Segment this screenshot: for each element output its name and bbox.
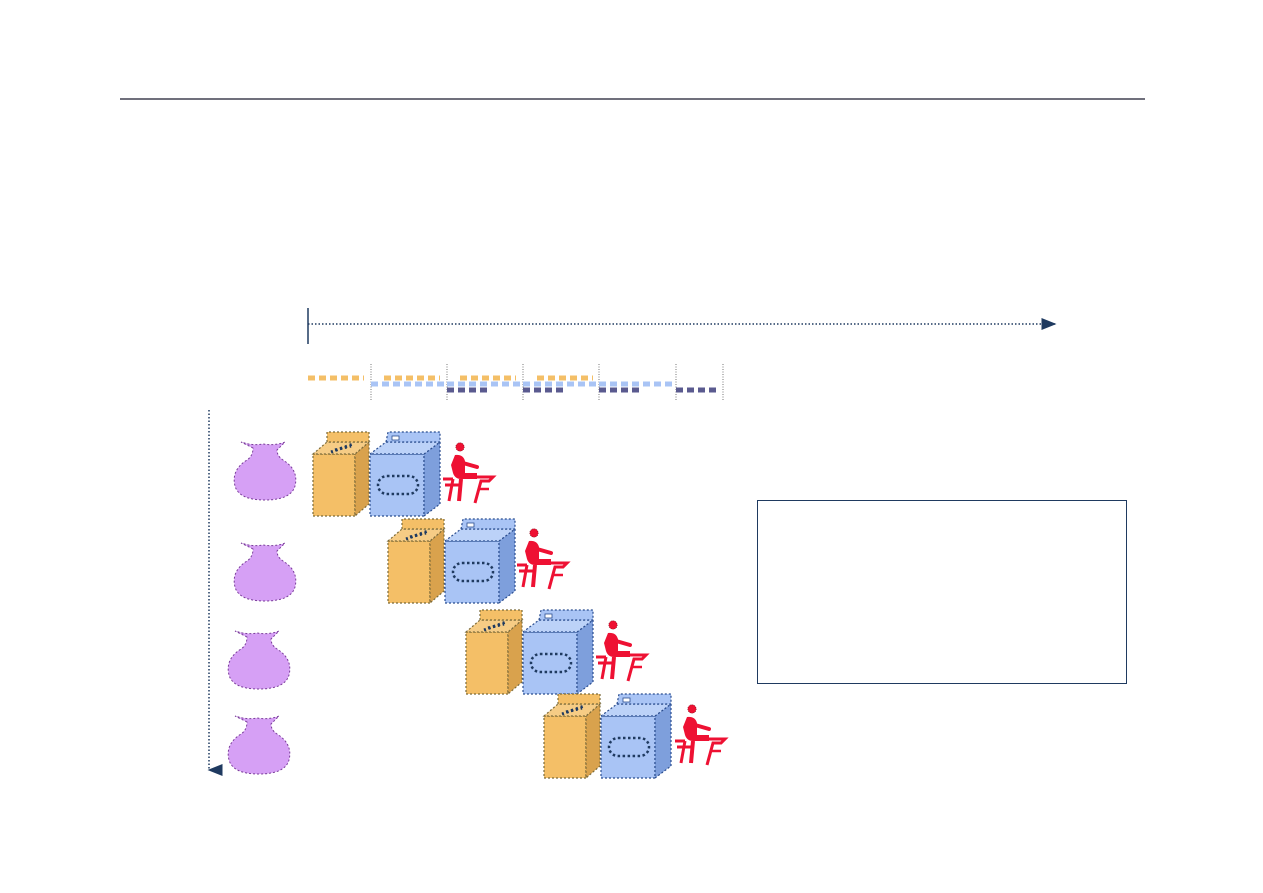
washer-icon xyxy=(464,608,524,696)
folder-person-icon xyxy=(441,440,495,505)
pipeline-row-2 xyxy=(233,517,569,605)
dryer-icon xyxy=(368,430,442,518)
laundry-bag-icon xyxy=(227,715,291,775)
laundry-bag-icon xyxy=(233,441,297,501)
dryer-icon xyxy=(443,517,517,605)
washer-icon xyxy=(311,430,371,518)
caption-box xyxy=(757,500,1127,684)
laundry-bag-icon xyxy=(233,542,297,602)
washer-icon xyxy=(542,692,602,780)
folder-person-icon xyxy=(515,526,569,591)
dryer-icon xyxy=(521,608,595,696)
folder-person-icon xyxy=(594,618,648,683)
dryer-icon xyxy=(599,692,673,780)
pipeline-row-3 xyxy=(227,608,648,696)
laundry-bag-icon xyxy=(227,630,291,690)
washer-icon xyxy=(386,517,446,605)
pipeline-row-4 xyxy=(227,692,727,780)
stage-timing-bars xyxy=(308,364,724,400)
folder-person-icon xyxy=(673,702,727,767)
pipeline-row-1 xyxy=(233,430,495,518)
time-axis xyxy=(307,308,1057,344)
